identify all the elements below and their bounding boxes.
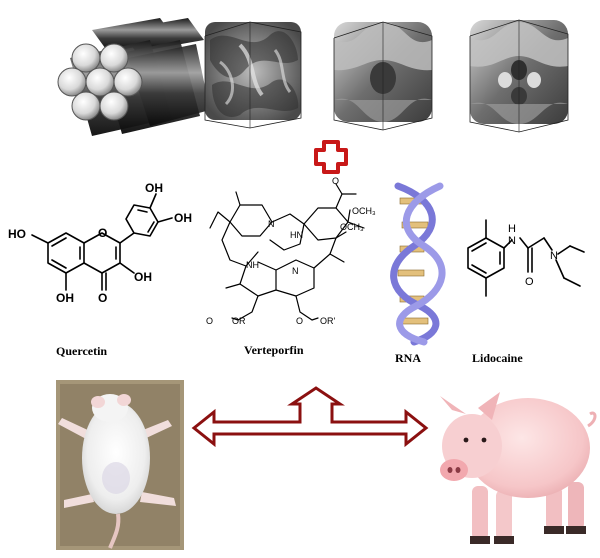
v-nh-label: NH [246,260,259,270]
v-och3-top-label: OCH₃ [352,206,376,216]
q-oh-bottom-label: OH [56,291,74,305]
l-n-amide-label: N [508,235,516,247]
mouse-photo [56,380,184,550]
double-arrow-icon [194,388,426,444]
q-oh-c3-label: OH [134,270,152,284]
v-or-label: OR [232,316,246,326]
cubic-minimal-surface-icon [334,22,432,130]
lidocaine-structure: H N O N [468,220,584,296]
v-n-bottom-label: N [292,266,299,276]
q-o-keto-label: O [98,291,107,305]
v-o-left-label: O [206,316,213,326]
rna-label: RNA [395,351,421,365]
plus-icon [316,142,346,172]
hexagonal-rod-bundle-icon [58,18,210,136]
l-h-label: H [508,223,516,235]
verteporfin-label: Verteporfin [244,343,304,357]
q-oh-top-label: OH [145,181,163,195]
l-n-amine-label: N [550,250,558,262]
v-hn-label: HN [290,230,303,240]
l-o-label: O [525,276,534,288]
v-o-right-label: O [296,316,303,326]
rna-helix-icon [394,186,442,342]
v-och3-mid-label: OCH₃ [340,222,364,232]
q-oh-right-label: OH [174,211,192,225]
q-o-ring-label: O [98,226,107,240]
v-n-top-label: N [268,219,275,229]
v-or-prime-label: OR' [320,316,336,326]
lidocaine-label: Lidocaine [472,351,523,365]
quercetin-label: Quercetin [56,344,107,358]
v-o-top-label: O [332,176,339,186]
bicontinuous-gyroid-structure-icon [205,22,301,128]
quercetin-structure: OH OH HO O OH OH O [8,181,192,305]
q-ho-left-label: HO [8,227,26,241]
cubic-pore-network-icon [470,20,568,132]
verteporfin-structure: N HN NH N O OCH₃ O OCH₃ O OR O OR' [206,176,376,326]
pig-photo [440,392,595,544]
